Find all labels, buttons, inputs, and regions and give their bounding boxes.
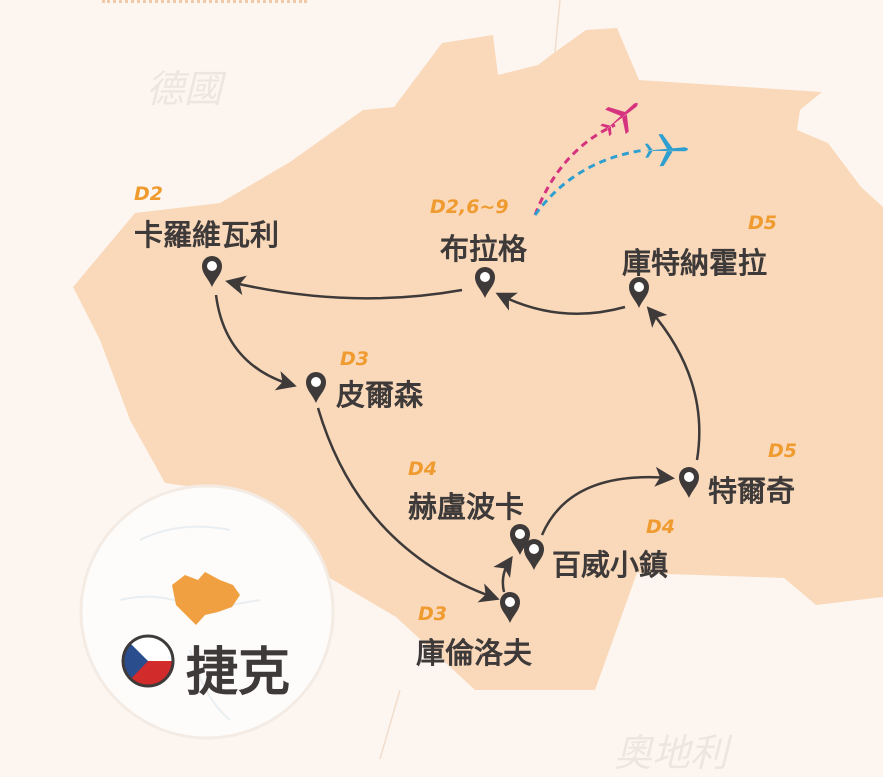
label-kutna-hora: 庫特納霍拉 <box>622 246 768 280</box>
label-austria: 奧地利 <box>614 731 729 775</box>
flight-path <box>533 148 646 216</box>
label-telc: 特爾奇 <box>708 474 796 508</box>
label-budweis: 百威小鎮 <box>552 548 669 582</box>
label-prague: 布拉格 <box>440 232 528 266</box>
map-pin-icon <box>510 524 530 555</box>
map-pin-icon <box>475 267 495 298</box>
route-arrow <box>646 306 701 461</box>
map-pin-icon <box>306 372 326 403</box>
route-arrow <box>540 466 675 536</box>
label-plzen: 皮爾森 <box>336 378 424 412</box>
route-arrow <box>316 407 500 603</box>
day-telc: D5 <box>768 440 797 462</box>
border-line <box>554 0 561 53</box>
route-arrow <box>493 555 513 593</box>
label-karlovy-vary: 卡羅維瓦利 <box>134 218 280 252</box>
decorative-dotted-line <box>102 0 307 3</box>
inset-globe <box>79 484 335 740</box>
border-line <box>379 689 401 759</box>
map-pin-icon <box>629 277 649 308</box>
day-karlovy-vary: D2 <box>134 183 163 205</box>
airplane-icon <box>600 102 638 137</box>
label-hluboka: 赫盧波卡 <box>408 490 525 524</box>
day-cesky-krumlov: D3 <box>418 603 447 625</box>
country-title: 捷克 <box>186 643 291 703</box>
route-arrow <box>495 292 626 315</box>
map-pin-icon <box>679 467 699 498</box>
map-pin-icon <box>524 539 544 570</box>
map-pin-icon <box>500 592 520 623</box>
flight-path <box>533 123 616 216</box>
czech-land <box>73 28 883 690</box>
route-arrow <box>225 275 463 300</box>
label-germany: 德國 <box>146 67 223 111</box>
day-kutna-hora: D5 <box>748 212 777 234</box>
label-cesky-krumlov: 庫倫洛夫 <box>416 636 533 670</box>
czech-highlight <box>172 572 240 625</box>
airplane-icon <box>644 134 688 167</box>
day-prague: D2,6~9 <box>430 196 509 218</box>
day-hluboka: D4 <box>408 458 437 480</box>
route-map <box>73 0 883 759</box>
route-arrow <box>214 294 297 391</box>
day-plzen: D3 <box>340 348 369 370</box>
map-pin-icon <box>202 256 222 287</box>
day-budweis: D4 <box>646 516 675 538</box>
